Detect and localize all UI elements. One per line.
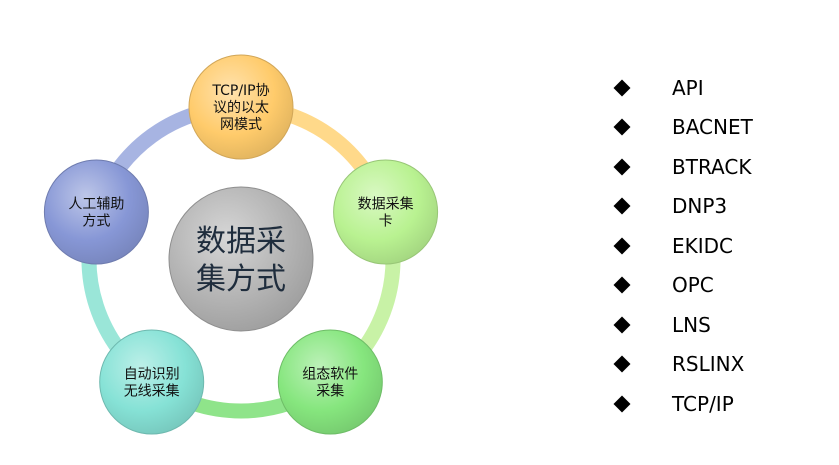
protocol-label: BACNET	[672, 115, 753, 140]
node-label: 方式	[82, 214, 110, 230]
diamond-bullet-icon	[613, 197, 631, 215]
center-label: 数据采	[196, 224, 286, 259]
center-circle	[168, 186, 314, 332]
protocol-label: DNP3	[672, 194, 728, 219]
protocol-item: API	[612, 68, 753, 108]
protocol-label: LNS	[672, 312, 711, 337]
node-label: 网模式	[220, 117, 262, 133]
diamond-bullet-icon	[613, 316, 631, 334]
protocol-item: EKIDC	[612, 226, 753, 266]
node-label: 无线采集	[124, 383, 180, 400]
protocol-label: OPC	[672, 273, 714, 298]
protocol-label: TCP/IP	[672, 391, 734, 416]
node-label: 卡	[379, 214, 393, 230]
protocol-item: RSLINX	[612, 345, 753, 385]
protocol-label: API	[672, 75, 704, 100]
node-circle	[188, 54, 294, 160]
diamond-bullet-icon	[613, 237, 631, 255]
protocol-label: BTRACK	[672, 154, 752, 179]
node-circle	[277, 329, 383, 435]
protocol-item: BACNET	[612, 108, 753, 148]
node-circle	[333, 159, 439, 265]
diamond-bullet-icon	[613, 395, 631, 413]
protocol-list: API BACNET BTRACK DNP3 EKIDC OPC LNS RSL…	[612, 68, 753, 424]
center-label: 集方式	[196, 262, 286, 297]
node-circle	[43, 159, 149, 265]
node-label: 议的以太	[213, 100, 269, 116]
diamond-bullet-icon	[613, 276, 631, 294]
diamond-bullet-icon	[613, 355, 631, 373]
node-label: TCP/IP协	[211, 83, 269, 99]
protocol-item: OPC	[612, 266, 753, 306]
protocol-item: TCP/IP	[612, 384, 753, 424]
node-label: 组态软件	[302, 367, 358, 383]
protocol-item: DNP3	[612, 187, 753, 227]
diamond-bullet-icon	[613, 79, 631, 97]
node-circle	[99, 329, 205, 435]
protocol-label: EKIDC	[672, 233, 734, 258]
diamond-bullet-icon	[613, 118, 631, 136]
node-label: 数据采集	[358, 196, 414, 213]
node-label: 人工辅助	[68, 197, 124, 213]
node-label: 自动识别	[124, 367, 180, 383]
diamond-bullet-icon	[613, 158, 631, 176]
protocol-item: LNS	[612, 305, 753, 345]
protocol-label: RSLINX	[672, 352, 745, 377]
node-label: 采集	[316, 383, 344, 400]
protocol-item: BTRACK	[612, 147, 753, 187]
